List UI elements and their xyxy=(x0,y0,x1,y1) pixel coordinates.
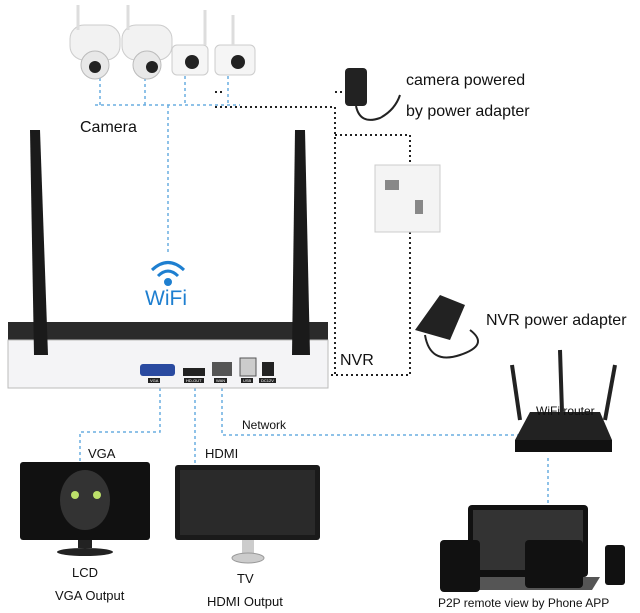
cameras xyxy=(69,5,256,80)
camera-label: Camera xyxy=(80,119,137,136)
network-label: Network xyxy=(242,418,287,432)
lcd-label: LCD xyxy=(72,565,99,580)
camera-power-label-2: by power adapter xyxy=(406,103,530,120)
phone-and-devices xyxy=(440,505,625,592)
port-label-usb: USB xyxy=(241,378,254,383)
vga-label: VGA xyxy=(88,446,116,461)
camera-power-label-1: camera powered xyxy=(406,72,526,89)
p2p-label: P2P remote view by Phone APP xyxy=(438,596,610,610)
nvr-power-adapter xyxy=(415,295,479,359)
nvr-power-label: NVR power adapter xyxy=(486,312,627,329)
port-label-dc12v: DC12V xyxy=(259,378,276,383)
camera-power-adapter xyxy=(345,68,401,121)
port-label-vga: VGA xyxy=(148,378,161,383)
tv xyxy=(175,465,320,564)
wifi-router-label: WiFi router xyxy=(536,404,595,418)
port-label-wan: WAN xyxy=(214,378,228,383)
lcd-monitor xyxy=(20,462,150,556)
nvr-label: NVR xyxy=(340,352,374,369)
tv-label: TV xyxy=(237,571,254,586)
wall-socket xyxy=(374,164,441,233)
hdmi-label: HDMI xyxy=(205,446,239,461)
vga-output-label: VGA Output xyxy=(55,588,125,603)
power-lines xyxy=(215,91,411,376)
port-label-hdout: HD-OUT xyxy=(184,378,204,383)
wifi-icon xyxy=(150,261,186,286)
nvr-device xyxy=(7,130,329,389)
wifi-router xyxy=(510,349,617,452)
hdmi-output-label: HDMI Output xyxy=(207,594,283,609)
wireless-links xyxy=(79,60,549,505)
wifi-label: WiFi xyxy=(145,287,187,310)
